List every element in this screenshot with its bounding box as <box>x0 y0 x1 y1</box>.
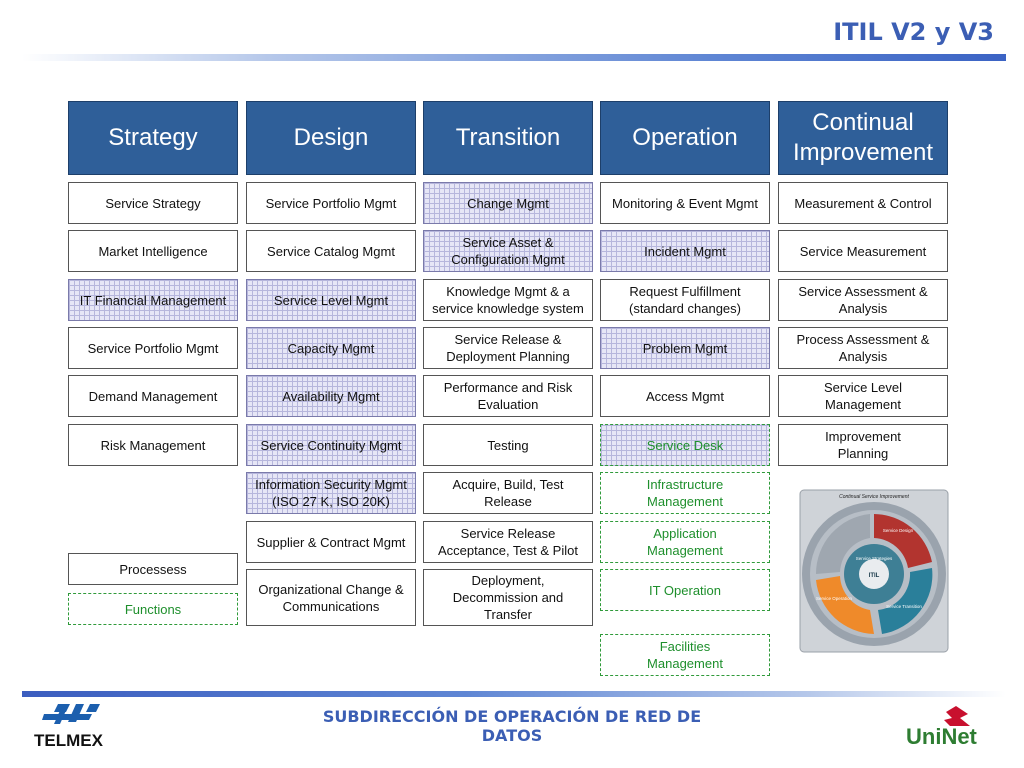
telmex-wordmark: TELMEX <box>34 731 104 750</box>
design-item-1: Service Portfolio Mgmt <box>246 182 416 224</box>
header-operation: Operation <box>600 101 770 175</box>
lifecycle-strategy-label: Service Strategies <box>856 556 893 561</box>
legend-processes: Processess <box>68 553 238 585</box>
design-item-9: Organizational Change & Communications <box>246 569 416 626</box>
page-title: ITIL V2 y V3 <box>833 18 994 46</box>
bottom-accent-bar <box>22 691 1006 697</box>
operation-item-6: Service Desk <box>600 424 770 466</box>
transition-item-8: Service Release Acceptance, Test & Pilot <box>423 521 593 563</box>
strategy-item-4: Service Portfolio Mgmt <box>68 327 238 369</box>
lifecycle-operation-label: Service Operation <box>816 596 853 601</box>
transition-item-2: Service Asset & Configuration Mgmt <box>423 230 593 272</box>
transition-item-4: Service Release & Deployment Planning <box>423 327 593 369</box>
design-segment <box>874 514 932 568</box>
header-improvement: Continual Improvement <box>778 101 948 175</box>
uninet-wordmark: UniNet <box>906 724 978 749</box>
design-item-6: Service Continuity Mgmt <box>246 424 416 466</box>
lifecycle-outer-label: Continual Service Improvement <box>839 494 909 500</box>
operation-item-3: Request Fulfillment (standard changes) <box>600 279 770 321</box>
strategy-item-2: Market Intelligence <box>68 230 238 272</box>
design-item-4: Capacity Mgmt <box>246 327 416 369</box>
operation-item-9: IT Operation <box>600 569 770 611</box>
transition-segment <box>878 568 933 634</box>
header-strategy: Strategy <box>68 101 238 175</box>
improvement-item-3: Service Assessment & Analysis <box>778 279 948 321</box>
operation-item-1: Monitoring & Event Mgmt <box>600 182 770 224</box>
transition-item-7: Acquire, Build, Test Release <box>423 472 593 514</box>
improvement-item-4: Process Assessment & Analysis <box>778 327 948 369</box>
operation-item-4: Problem Mgmt <box>600 327 770 369</box>
top-accent-bar <box>22 54 1006 61</box>
transition-item-9: Deployment, Decommission and Transfer <box>423 569 593 626</box>
design-item-8: Supplier & Contract Mgmt <box>246 521 416 563</box>
transition-item-6: Testing <box>423 424 593 466</box>
telmex-logo: TELMEX <box>34 704 104 750</box>
operation-item-10: Facilities Management <box>600 634 770 676</box>
strategy-item-3: IT Financial Management <box>68 279 238 321</box>
telmex-emblem-icon <box>46 704 100 722</box>
design-item-7: Information Security Mgmt (ISO 27 K, ISO… <box>246 472 416 514</box>
improvement-item-6: Improvement Planning <box>778 424 948 466</box>
uninet-logo: UniNet <box>906 706 978 749</box>
header-transition: Transition <box>423 101 593 175</box>
operation-item-8: Application Management <box>600 521 770 563</box>
legend-functions: Functions <box>68 593 238 625</box>
design-item-5: Availability Mgmt <box>246 375 416 417</box>
strategy-item-6: Risk Management <box>68 424 238 466</box>
improvement-item-2: Service Measurement <box>778 230 948 272</box>
operation-item-7: Infrastructure Management <box>600 472 770 514</box>
operation-item-2: Incident Mgmt <box>600 230 770 272</box>
transition-item-5: Performance and Risk Evaluation <box>423 375 593 417</box>
lifecycle-design-label: Service Design <box>883 528 914 533</box>
lifecycle-center-label: ITIL <box>869 573 880 579</box>
operation-item-5: Access Mgmt <box>600 375 770 417</box>
operation-segment <box>816 576 874 634</box>
design-item-3: Service Level Mgmt <box>246 279 416 321</box>
uninet-emblem-icon <box>944 706 970 726</box>
strategy-item-5: Demand Management <box>68 375 238 417</box>
transition-item-1: Change Mgmt <box>423 182 593 224</box>
header-design: Design <box>246 101 416 175</box>
improvement-item-5: Service Level Management <box>778 375 948 417</box>
improvement-item-1: Measurement & Control <box>778 182 948 224</box>
lifecycle-transition-label: Service Transition <box>886 604 922 609</box>
transition-item-3: Knowledge Mgmt & a service knowledge sys… <box>423 279 593 321</box>
strategy-item-1: Service Strategy <box>68 182 238 224</box>
design-item-2: Service Catalog Mgmt <box>246 230 416 272</box>
footer-title: SUBDIRECCIÓN DE OPERACIÓN DE RED DE DATO… <box>322 707 702 745</box>
itil-lifecycle-diagram: Continual Service Improvement ITIL Servi… <box>799 489 949 653</box>
